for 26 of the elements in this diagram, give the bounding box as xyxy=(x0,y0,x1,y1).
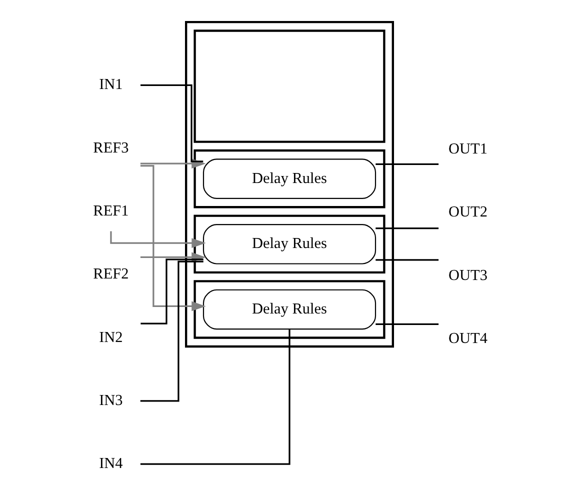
node-text: OUT1 xyxy=(448,140,488,157)
node-text: REF2 xyxy=(93,265,129,282)
node-text: IN1 xyxy=(99,76,123,93)
cluster xyxy=(185,20,394,348)
node-text: OUT3 xyxy=(448,266,488,284)
node-box: Delay Rules xyxy=(202,224,376,264)
connector xyxy=(376,258,439,260)
node-box xyxy=(194,29,386,142)
connector xyxy=(140,328,290,464)
node-box: Delay Rules xyxy=(202,158,376,198)
cluster xyxy=(194,148,386,208)
connector xyxy=(140,84,204,162)
connector xyxy=(140,260,204,402)
node-text: IN3 xyxy=(99,391,123,408)
node-text: REF1 xyxy=(93,202,129,220)
cluster xyxy=(194,214,386,274)
node-text: OUT4 xyxy=(448,329,488,346)
connector xyxy=(376,162,439,164)
node-text: OUT2 xyxy=(448,203,488,220)
node-text: REF3 xyxy=(93,138,129,156)
node-text: IN2 xyxy=(99,328,123,346)
node-text: IN4 xyxy=(99,454,123,472)
connector xyxy=(140,258,204,324)
node-box: Delay Rules xyxy=(202,288,376,330)
cluster xyxy=(194,280,386,338)
connector xyxy=(376,322,439,324)
